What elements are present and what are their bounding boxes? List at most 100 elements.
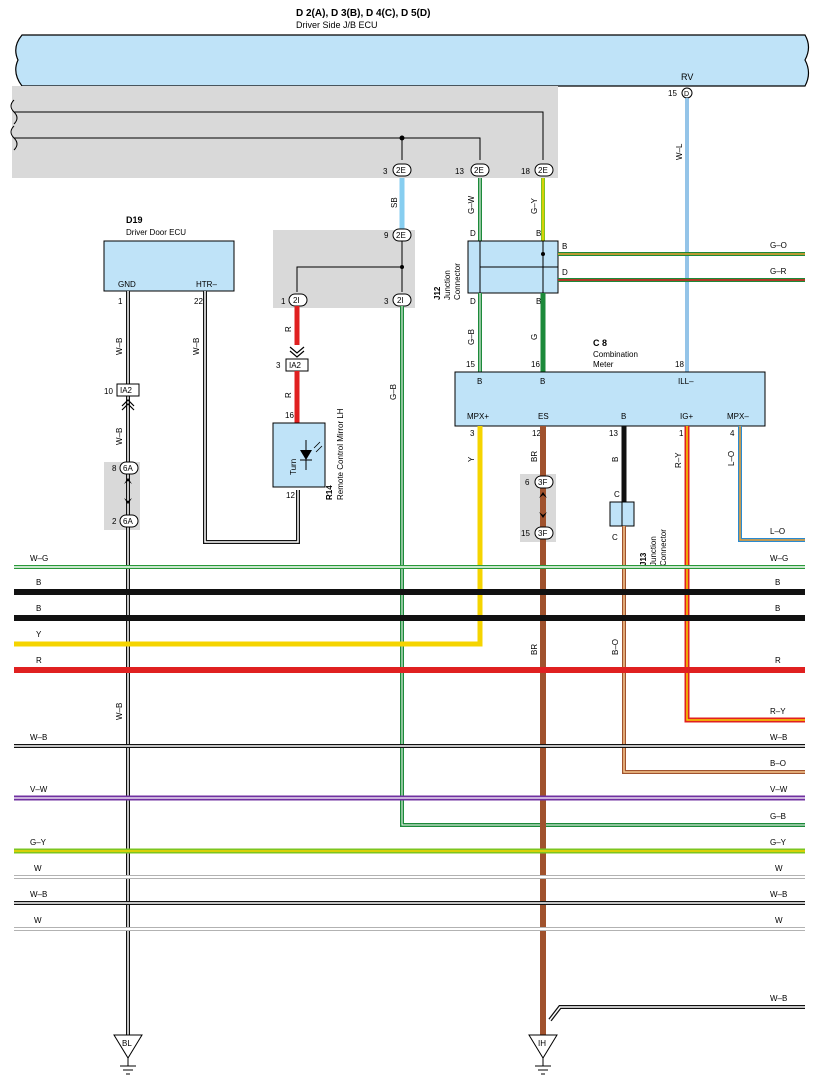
ground-ih: IH xyxy=(528,1034,558,1075)
svg-text:W–B: W–B xyxy=(770,994,787,1003)
svg-text:W–B: W–B xyxy=(770,890,787,899)
svg-text:IH: IH xyxy=(538,1039,546,1048)
svg-text:3F: 3F xyxy=(538,529,547,538)
svg-text:MPX+: MPX+ xyxy=(467,412,489,421)
svg-text:BR: BR xyxy=(530,644,539,655)
svg-text:G–W: G–W xyxy=(467,195,476,214)
svg-text:15: 15 xyxy=(521,529,530,538)
svg-text:B: B xyxy=(775,578,780,587)
ground-bl: BL xyxy=(113,1034,143,1075)
svg-text:B: B xyxy=(536,297,541,306)
svg-text:9: 9 xyxy=(384,231,389,240)
jb-pin-18: 18 2E xyxy=(521,163,554,177)
svg-text:SB: SB xyxy=(390,197,399,208)
svg-text:15: 15 xyxy=(466,360,475,369)
svg-text:Connector: Connector xyxy=(453,263,462,300)
svg-text:C: C xyxy=(614,490,620,499)
j12-id: J12 xyxy=(433,286,442,300)
svg-text:Remote Control Mirror LH: Remote Control Mirror LH xyxy=(336,408,345,500)
svg-text:ILL–: ILL– xyxy=(678,377,694,386)
svg-text:V–W: V–W xyxy=(30,785,48,794)
svg-text:D: D xyxy=(684,91,689,98)
svg-text:R: R xyxy=(284,326,293,332)
svg-text:8: 8 xyxy=(112,464,117,473)
c8-id: C 8 xyxy=(593,338,607,348)
svg-text:BR: BR xyxy=(530,451,539,462)
svg-text:3: 3 xyxy=(383,167,388,176)
svg-text:W–B: W–B xyxy=(30,733,47,742)
svg-text:2E: 2E xyxy=(396,166,406,175)
svg-text:W–B: W–B xyxy=(115,338,124,355)
c3f-connector-top xyxy=(534,475,554,489)
svg-text:B: B xyxy=(540,377,545,386)
svg-text:2I: 2I xyxy=(293,296,300,305)
jb-connector-list: D 2(A), D 3(B), D 4(C), D 5(D) xyxy=(296,8,430,19)
bus-b-1: B B xyxy=(14,578,805,595)
svg-text:12: 12 xyxy=(286,491,295,500)
svg-text:16: 16 xyxy=(285,411,294,420)
c6a-connector-bottom xyxy=(119,514,139,528)
svg-text:R–Y: R–Y xyxy=(674,452,683,468)
jb-pin-3: 3 2E xyxy=(383,163,412,177)
bus-w-b-2: W–B W–B xyxy=(14,890,805,905)
svg-text:10: 10 xyxy=(104,387,113,396)
svg-text:2E: 2E xyxy=(396,231,406,240)
svg-text:W: W xyxy=(34,916,42,925)
svg-text:ES: ES xyxy=(538,412,549,421)
svg-text:4: 4 xyxy=(730,429,735,438)
svg-text:Junction: Junction xyxy=(443,270,452,300)
c8-combination-meter xyxy=(454,371,766,427)
svg-text:G–R: G–R xyxy=(770,267,787,276)
svg-text:G–B: G–B xyxy=(770,812,786,821)
svg-text:MPX–: MPX– xyxy=(727,412,749,421)
svg-text:W–B: W–B xyxy=(115,703,124,720)
svg-text:D: D xyxy=(562,268,568,277)
bus-g-y: G–Y G–Y xyxy=(14,838,805,854)
svg-text:3: 3 xyxy=(470,429,475,438)
svg-text:16: 16 xyxy=(531,360,540,369)
svg-text:G–O: G–O xyxy=(770,241,787,250)
svg-text:W–L: W–L xyxy=(675,143,684,160)
svg-text:G–B: G–B xyxy=(389,384,398,400)
wire-r-y xyxy=(684,426,805,723)
svg-text:Driver Door ECU: Driver Door ECU xyxy=(126,228,186,237)
svg-text:B: B xyxy=(621,412,626,421)
svg-text:2E: 2E xyxy=(474,166,484,175)
svg-text:W–G: W–G xyxy=(30,554,48,563)
svg-text:D: D xyxy=(470,229,476,238)
jb-internal-area xyxy=(12,86,558,178)
svg-text:B: B xyxy=(611,457,620,462)
svg-text:G–Y: G–Y xyxy=(530,197,539,214)
svg-text:BL: BL xyxy=(122,1039,132,1048)
svg-text:B–O: B–O xyxy=(770,759,786,768)
svg-text:13: 13 xyxy=(455,167,464,176)
svg-text:6: 6 xyxy=(525,478,530,487)
svg-text:G: G xyxy=(530,334,539,340)
svg-text:IA2: IA2 xyxy=(289,361,302,370)
c3f-connector-bottom xyxy=(534,526,554,540)
bus-b-2: B B xyxy=(14,604,805,621)
svg-text:R: R xyxy=(284,392,293,398)
svg-text:B: B xyxy=(477,377,482,386)
svg-text:3: 3 xyxy=(276,361,281,370)
bus-b-o: B–O xyxy=(770,759,786,768)
svg-text:W–B: W–B xyxy=(192,338,201,355)
svg-text:R: R xyxy=(36,656,42,665)
bus-y: Y xyxy=(36,630,42,639)
svg-text:Connector: Connector xyxy=(659,529,668,566)
svg-text:B: B xyxy=(775,604,780,613)
d19-driver-door-ecu xyxy=(103,240,235,292)
r14-remote-mirror xyxy=(272,422,326,488)
svg-text:2: 2 xyxy=(112,517,117,526)
internal-line-1 xyxy=(14,111,544,160)
svg-text:W–B: W–B xyxy=(770,733,787,742)
j13-id: J13 xyxy=(639,552,648,566)
svg-text:2E: 2E xyxy=(538,166,548,175)
svg-text:B–O: B–O xyxy=(611,639,620,655)
wire-y xyxy=(14,426,483,647)
bus-r: R R xyxy=(14,656,805,673)
svg-text:1: 1 xyxy=(679,429,684,438)
svg-text:W–B: W–B xyxy=(115,428,124,445)
wire-l-o xyxy=(738,426,805,542)
